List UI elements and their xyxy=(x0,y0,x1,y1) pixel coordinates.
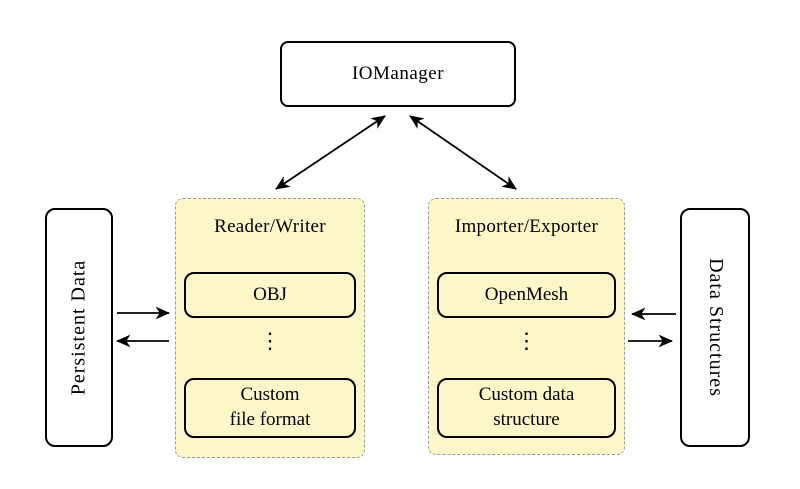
persistent-data-label: Persistent Data xyxy=(67,259,90,396)
arrow-iomanager-importer-exporter xyxy=(409,115,517,190)
vertical-ellipsis: ⋮ xyxy=(259,328,281,353)
custom-data-structure-node: Custom data structure xyxy=(437,378,616,438)
data-structures-label: Data Structures xyxy=(704,258,727,397)
reader-writer-group: Reader/Writer OBJ ⋮ Custom file format xyxy=(175,198,365,458)
reader-writer-title: Reader/Writer xyxy=(214,216,326,237)
obj-node: OBJ xyxy=(184,272,356,318)
vertical-ellipsis: ⋮ xyxy=(515,328,538,353)
importer-exporter-group: Importer/Exporter OpenMesh ⋮ Custom data… xyxy=(428,198,625,455)
data-structures-node: Data Structures xyxy=(680,208,750,447)
iomanager-label: IOManager xyxy=(351,63,445,84)
persistent-data-node: Persistent Data xyxy=(45,208,113,447)
arrow-iomanager-reader-writer xyxy=(275,115,386,190)
custom-file-format-node: Custom file format xyxy=(184,378,356,438)
openmesh-node: OpenMesh xyxy=(437,272,616,318)
importer-exporter-title: Importer/Exporter xyxy=(454,216,599,237)
iomanager-node: IOManager xyxy=(280,41,516,107)
